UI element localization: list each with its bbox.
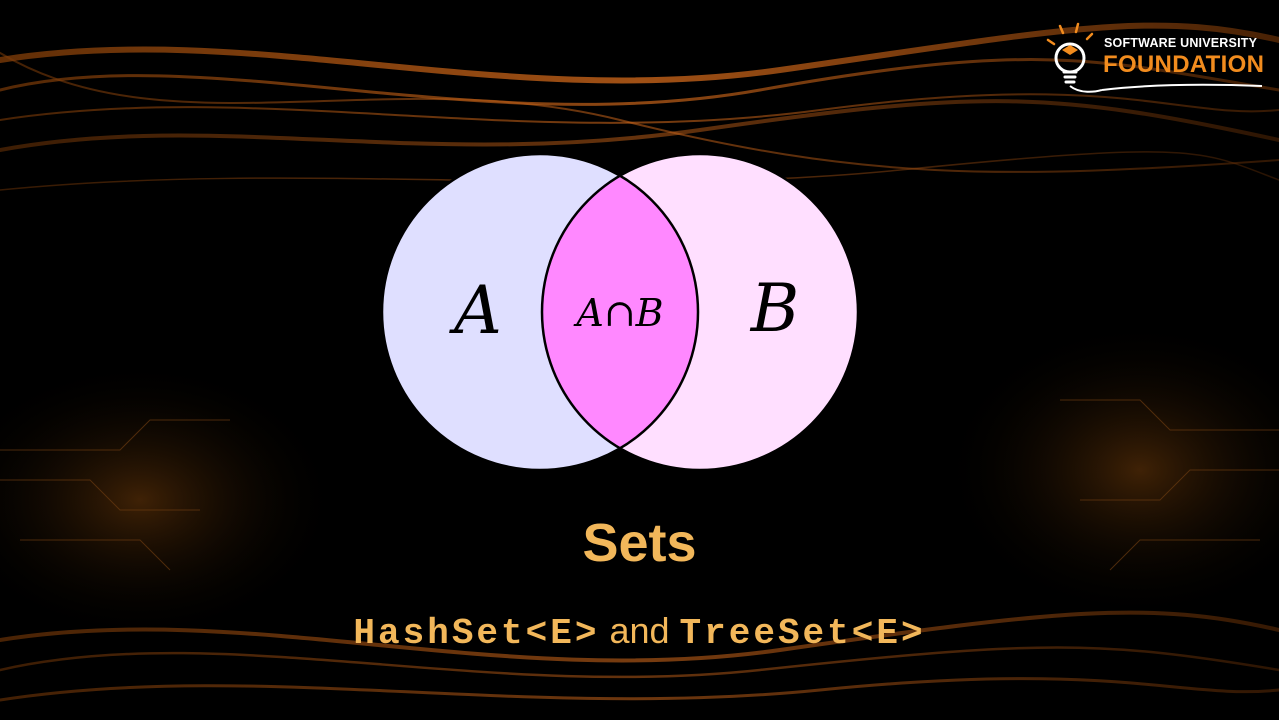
logo-underline-swoosh	[1102, 83, 1262, 91]
subtitle-treeset: TreeSet<E>	[679, 613, 926, 654]
set-b-label: B	[750, 270, 800, 347]
slide-title: Sets	[582, 513, 697, 573]
logo-text-line1: SOFTWARE UNIVERSITY	[1104, 36, 1258, 50]
intersection-region	[542, 154, 698, 470]
subtitle-hashset: HashSet<E>	[353, 613, 600, 654]
software-university-logo: SOFTWARE UNIVERSITY FOUNDATION	[1040, 20, 1265, 100]
slide-subtitle: HashSet<E> and TreeSet<E>	[0, 610, 1279, 654]
intersection-label: A∩B	[573, 291, 663, 335]
logo-text-line2: FOUNDATION	[1103, 51, 1265, 78]
venn-diagram: A A∩B B	[380, 152, 860, 472]
subtitle-and: and	[599, 610, 680, 651]
lightbulb-icon	[1046, 22, 1102, 93]
set-a-label: A	[448, 272, 502, 349]
